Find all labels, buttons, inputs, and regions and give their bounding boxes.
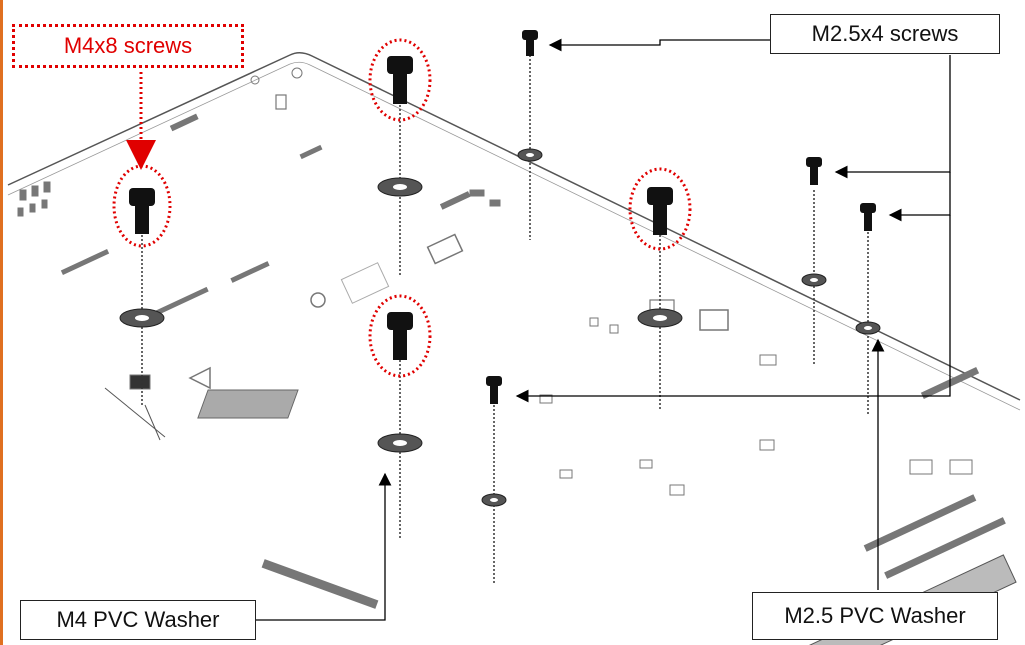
washer-holes [135,153,872,502]
left-edge-strip [0,0,3,645]
axis-lines [141,55,869,585]
m4-screw-4 [387,312,413,360]
m25-screw-1 [522,30,538,56]
m25-screws [486,30,876,404]
m25-pvc-washer-label: M2.5 PVC Washer [752,592,998,640]
m25x4-screws-label: M2.5x4 screws [770,14,1000,54]
m4x8-screws-label: M4x8 screws [12,24,244,68]
callout-arrows [255,38,951,621]
m25-screw-2 [806,157,822,185]
m4-pvc-washer-label: M4 PVC Washer [20,600,256,640]
board-components [17,67,1017,645]
m4-screw-3 [647,187,673,235]
m4-screw-1 [129,188,155,234]
m4-screw-2 [387,56,413,104]
m4-screws [129,56,673,360]
highlight-circles [112,38,692,378]
m25-screw-4 [486,376,502,404]
board-outline [7,52,1021,441]
m25-screw-3 [860,203,876,231]
